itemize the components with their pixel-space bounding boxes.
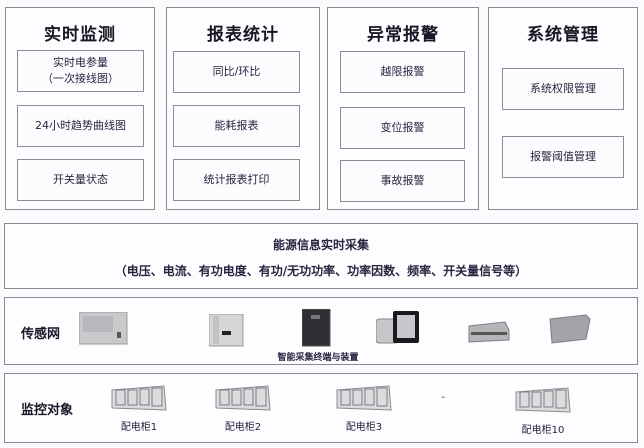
item-overlimit-alarm: 越限报警 [340, 51, 465, 93]
energy-data-collection-band: 能源信息实时采集 （电压、电流、有功电度、有功/无功功率、功率因数、频率、开关量… [4, 223, 638, 289]
device-caption: 智能采集终端与装置 [277, 353, 359, 363]
module-system-management: 系统管理 系统权限管理 报警阈值管理 [488, 7, 638, 210]
cabinet-label: 配电柜10 [521, 425, 565, 436]
cabinet-icon [515, 387, 571, 413]
cabinet-label: 配电柜1 [120, 422, 158, 433]
module-title: 报表统计 [207, 25, 279, 45]
module-realtime-monitoring: 实时监测 实时电参量 （一次接线图） 24小时趋势曲线图 开关量状态 [5, 7, 155, 210]
cabinet-label: 配电柜3 [345, 422, 383, 433]
sensor-network-band: 传感网 智能采集终端与装置 [4, 297, 638, 365]
display-unit-icon [376, 311, 419, 344]
monitored-objects-band: 监控对象 配电柜1 配电柜2 配电柜3 - 配电柜10 [4, 373, 638, 443]
item-accident-alarm: 事故报警 [340, 160, 465, 202]
smart-terminal-icon [302, 309, 331, 347]
collection-subtitle: （电压、电流、有功电度、有功/无功功率、功率因数、频率、开关量信号等） [114, 264, 528, 278]
item-report-print: 统计报表打印 [173, 159, 300, 201]
item-energy-report: 能耗报表 [173, 105, 300, 147]
item-realtime-params: 实时电参量 （一次接线图） [17, 50, 144, 92]
cabinet-icon [111, 385, 167, 411]
item-24h-trend: 24小时趋势曲线图 [17, 105, 144, 147]
item-threshold-management: 报警阈值管理 [502, 136, 624, 178]
din-rail-module-icon [468, 321, 510, 343]
monitored-objects-label: 监控对象 [21, 403, 74, 418]
item-permission-management: 系统权限管理 [502, 68, 624, 110]
power-meter-panel-icon [79, 312, 128, 345]
collection-title: 能源信息实时采集 [272, 238, 369, 252]
module-report-statistics: 报表统计 同比/环比 能耗报表 统计报表打印 [166, 7, 320, 210]
module-title: 系统管理 [527, 25, 599, 45]
cabinet-label: 配电柜2 [224, 422, 262, 433]
module-title: 异常报警 [367, 25, 439, 45]
cabinet-icon [215, 385, 271, 411]
cabinet-icon [336, 385, 392, 411]
ellipsis: - [441, 392, 445, 403]
item-displacement-alarm: 变位报警 [340, 107, 465, 149]
item-switch-status: 开关量状态 [17, 159, 144, 201]
module-abnormal-alarm: 异常报警 越限报警 变位报警 事故报警 [327, 7, 479, 210]
module-title: 实时监测 [44, 25, 116, 45]
item-yoy-mom: 同比/环比 [173, 51, 300, 93]
sensor-network-label: 传感网 [21, 327, 61, 342]
data-collector-icon [209, 314, 244, 347]
switch-module-icon [549, 314, 591, 344]
